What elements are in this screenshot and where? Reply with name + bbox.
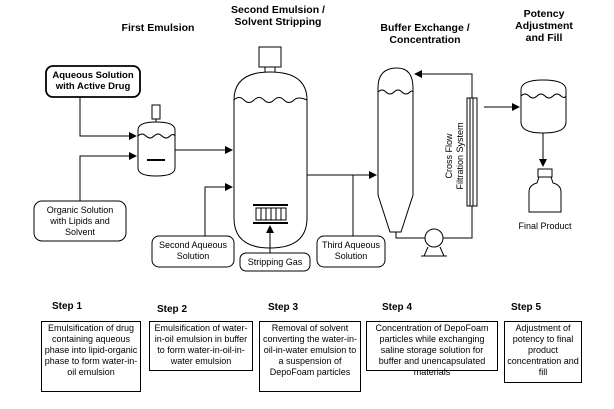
aqueous-drug-box bbox=[45, 65, 141, 98]
step-4-description: Concentration of DepoFoam particles whil… bbox=[366, 321, 498, 377]
cross-flow-label: Cross Flow Filtration System bbox=[444, 122, 465, 190]
header-first-emulsion: First Emulsion bbox=[121, 22, 195, 34]
header-buffer-exchange: Buffer Exchange / Concentration bbox=[380, 22, 470, 46]
final-product-label: Final Product bbox=[518, 221, 572, 231]
second-aqueous-box bbox=[151, 235, 235, 268]
potency-vessel bbox=[520, 79, 567, 134]
step-3-title: Step 3 bbox=[268, 302, 299, 313]
step-3-description: Removal of solvent converting the water-… bbox=[259, 321, 361, 392]
cross-flow-filter bbox=[466, 97, 478, 207]
aqueous-drug-label: Aqueous Solution with Active Drug bbox=[52, 70, 134, 92]
step-4-title: Step 4 bbox=[382, 302, 413, 313]
final-product-vial bbox=[528, 168, 562, 213]
first-emulsion-vessel bbox=[137, 104, 176, 177]
header-potency: Potency Adjustment and Fill bbox=[515, 8, 573, 44]
concentration-vessel bbox=[377, 67, 414, 233]
header-second-emulsion: Second Emulsion / Solvent Stripping bbox=[231, 4, 325, 28]
step-1-title: Step 1 bbox=[52, 301, 83, 312]
stripping-vessel bbox=[233, 46, 308, 249]
second-aqueous-label: Second Aqueous Solution bbox=[158, 240, 228, 261]
step-5-title: Step 5 bbox=[511, 302, 542, 313]
step-2-title: Step 2 bbox=[157, 304, 188, 315]
third-aqueous-box bbox=[316, 235, 386, 268]
step-5-description: Adjustment of potency to final product c… bbox=[504, 321, 582, 383]
stripping-gas-label: Stripping Gas bbox=[247, 257, 303, 267]
organic-solution-label: Organic Solution with Lipids and Solvent bbox=[46, 205, 114, 237]
step-2-description: Emulsification of water-in-oil emulsion … bbox=[149, 321, 253, 371]
stripping-gas-box bbox=[239, 252, 311, 272]
step-1-description: Emulsification of drug containing aqueou… bbox=[41, 321, 141, 392]
pump bbox=[421, 228, 447, 257]
third-aqueous-label: Third Aqueous Solution bbox=[321, 240, 381, 261]
organic-solution-box bbox=[33, 200, 127, 242]
flow-lines bbox=[79, 70, 547, 258]
